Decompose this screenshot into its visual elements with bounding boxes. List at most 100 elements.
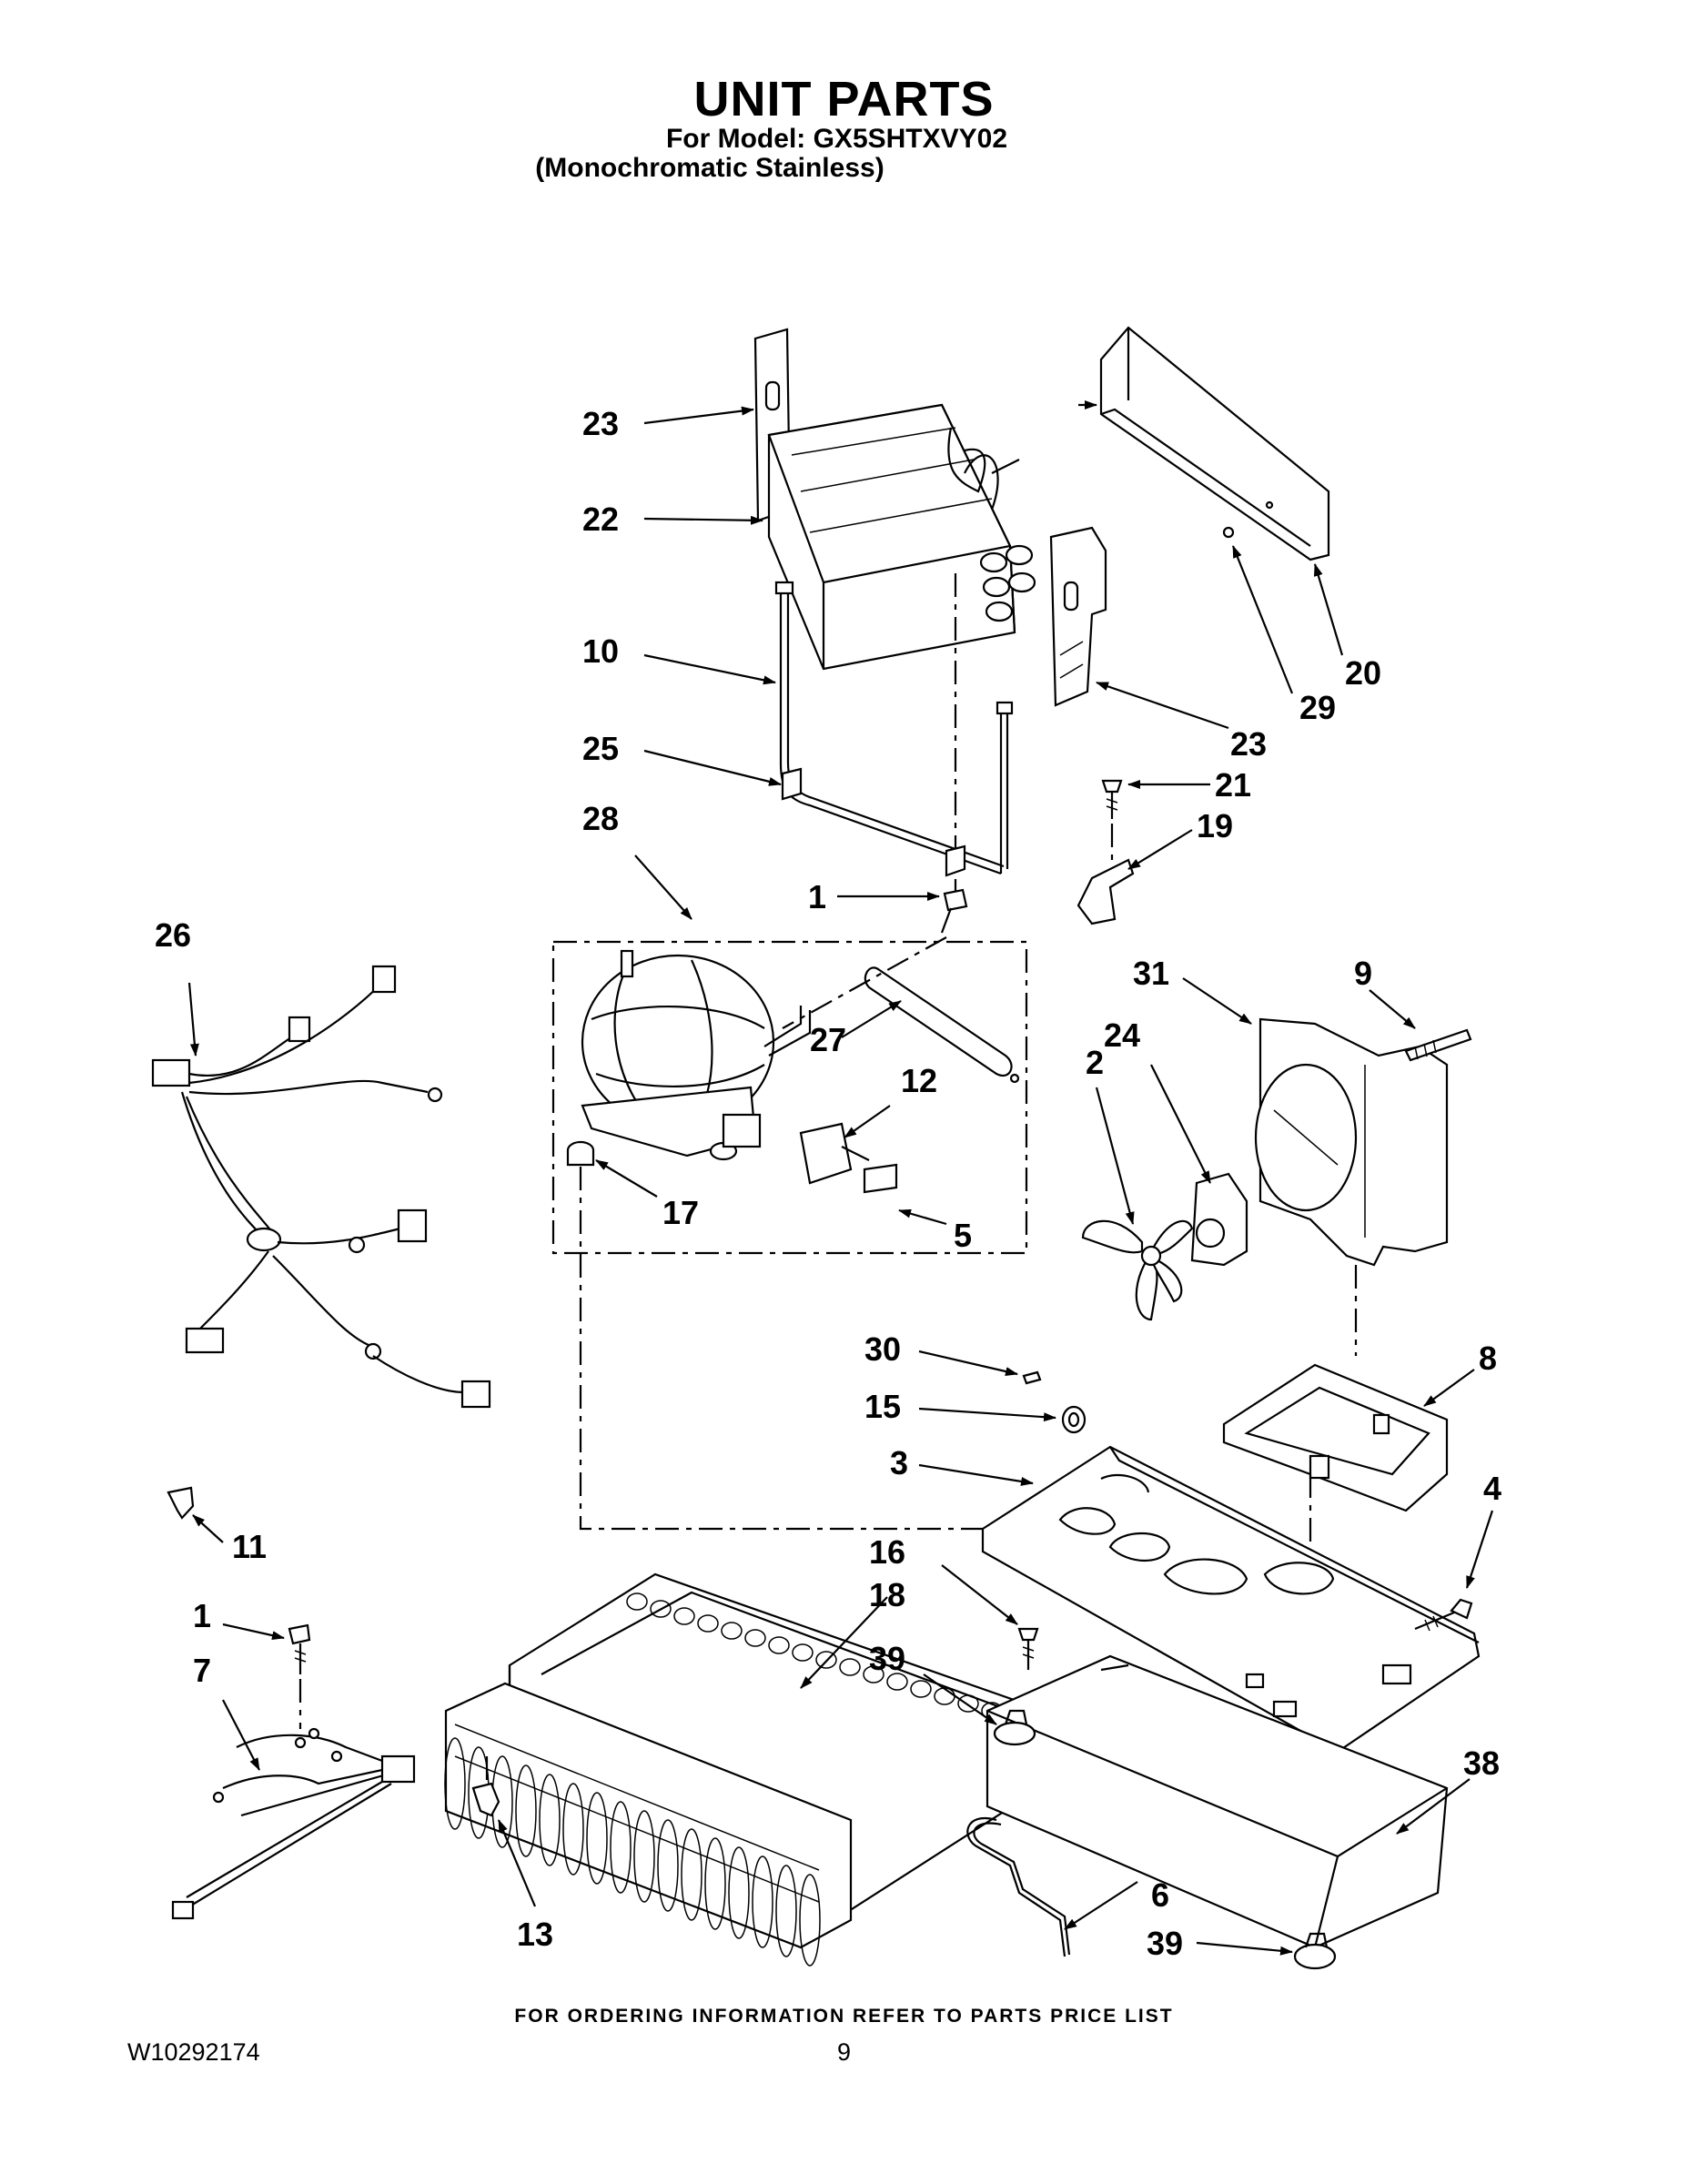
foot-39-lower: [1293, 1932, 1337, 1970]
screw-4: [1414, 1598, 1473, 1632]
fan-bracket: [1222, 1363, 1449, 1512]
condenser-tube-loop: [586, 1792, 608, 1885]
condenser-top-loop: [886, 1673, 908, 1691]
callout-10: 10: [582, 632, 619, 670]
fan-motor: [1190, 1172, 1248, 1267]
drain-heater-wire-b: [973, 1822, 1071, 1956]
condenser-tube-loop: [752, 1855, 773, 1948]
callout-23-right: 23: [1230, 725, 1267, 763]
callout-30: 30: [864, 1330, 901, 1368]
fan-bolt: [1404, 1028, 1472, 1062]
condenser-top-loop: [910, 1680, 932, 1698]
condenser-top-loop: [744, 1629, 766, 1647]
condenser-top-loop: [768, 1636, 790, 1654]
screw-16: [1017, 1627, 1039, 1670]
condenser-tube-loop: [515, 1764, 537, 1857]
compressor-cover-clip: [722, 1113, 762, 1148]
callout-22: 22: [582, 500, 619, 538]
foot-39-upper: [993, 1709, 1036, 1746]
evaporator-cover: [1099, 326, 1330, 561]
callout-25: 25: [582, 730, 619, 767]
page-title: UNIT PARTS: [693, 72, 995, 126]
condenser-tube-loop: [610, 1801, 632, 1894]
drain-heater-wire: [966, 1817, 1066, 1957]
condenser-tube-loop: [657, 1819, 679, 1912]
callout-leaders: [187, 400, 1494, 1956]
condenser-top-loop: [815, 1651, 837, 1669]
condenser-tube-loop: [704, 1837, 726, 1930]
callout-3: 3: [890, 1444, 908, 1481]
callout-31: 31: [1133, 955, 1169, 992]
callout-1-lower: 1: [193, 1597, 211, 1634]
clip-13: [471, 1756, 500, 1817]
callout-15: 15: [864, 1388, 901, 1425]
variant-line: (Monochromatic Stainless): [535, 153, 884, 183]
compressor-kit-box: [551, 940, 1028, 1255]
callout-5: 5: [954, 1217, 972, 1254]
filter-dryer: [864, 966, 1020, 1084]
callout-18: 18: [869, 1576, 905, 1613]
start-relay: [799, 1122, 898, 1194]
callout-21: 21: [1215, 766, 1251, 804]
condenser-tube-loop: [444, 1737, 466, 1830]
model-line: For Model: GX5SHTXVY02: [665, 124, 1008, 154]
callout-26: 26: [155, 916, 191, 954]
ordering-note: FOR ORDERING INFORMATION REFER TO PARTS …: [514, 2006, 1174, 2027]
callout-2: 2: [1086, 1044, 1104, 1081]
condenser-top-loop: [697, 1614, 719, 1633]
compressor: [566, 949, 812, 1167]
callout-6: 6: [1151, 1876, 1169, 1914]
machine-compartment-base: [981, 1445, 1481, 1754]
fan-blade: [1081, 1219, 1194, 1321]
callout-8: 8: [1479, 1340, 1497, 1377]
callout-1-top: 1: [808, 878, 826, 915]
condenser-fan-shroud: [1254, 1017, 1449, 1267]
dashed-link-base: [579, 1167, 1037, 1531]
callout-28: 28: [582, 800, 619, 837]
callout-39-upper: 39: [869, 1640, 905, 1677]
callout-23-left: 23: [582, 405, 619, 442]
callout-7: 7: [193, 1652, 211, 1689]
callout-11: 11: [232, 1528, 267, 1565]
evaporator-bracket-right: [1049, 526, 1107, 707]
condenser-top-loop: [957, 1694, 979, 1713]
condenser-tube-loop: [681, 1828, 702, 1921]
condenser-tube-loop: [633, 1810, 655, 1903]
callout-19: 19: [1197, 807, 1233, 844]
condenser-coil: [444, 1572, 1021, 1949]
callout-38: 38: [1463, 1744, 1500, 1782]
grommet-15: [1061, 1405, 1087, 1434]
dashed-link: [782, 936, 947, 1029]
condenser-tube-loop: [728, 1846, 750, 1939]
screw-top: [940, 888, 968, 934]
callout-24: 24: [1104, 1016, 1140, 1054]
condenser-top-loop: [839, 1658, 861, 1676]
wiring-harness: [151, 965, 491, 1409]
condenser-tube-loops: [444, 1592, 1003, 1967]
condenser-tube-loop: [539, 1774, 561, 1866]
screw-1-lower: [288, 1623, 311, 1729]
document-number: W10292174: [127, 2038, 260, 2066]
callout-29: 29: [1299, 689, 1336, 726]
evaporator-assembly: [753, 328, 1036, 892]
condenser-tube-loop: [775, 1865, 797, 1957]
callout-20: 20: [1345, 654, 1381, 692]
condenser-tube-loop: [562, 1783, 584, 1876]
condenser-top-loop: [650, 1600, 672, 1618]
callout-16: 16: [869, 1533, 905, 1571]
screw-and-bracket: [1076, 779, 1135, 925]
callout-9: 9: [1354, 955, 1372, 992]
page-number: 9: [836, 2038, 852, 2066]
condenser-tube-loop: [799, 1874, 821, 1967]
callout-17: 17: [662, 1194, 699, 1231]
callout-4: 4: [1483, 1470, 1501, 1507]
condenser-top-loop: [792, 1643, 814, 1662]
condenser-top-loop: [673, 1607, 695, 1625]
callout-39-lower: 39: [1147, 1925, 1183, 1962]
wire-harness-7: [171, 1727, 416, 1920]
callout-27: 27: [810, 1021, 846, 1058]
condenser-top-loop: [721, 1622, 743, 1640]
clip-11: [167, 1486, 195, 1520]
condenser-top-loop: [863, 1665, 884, 1684]
callout-12: 12: [901, 1062, 937, 1099]
